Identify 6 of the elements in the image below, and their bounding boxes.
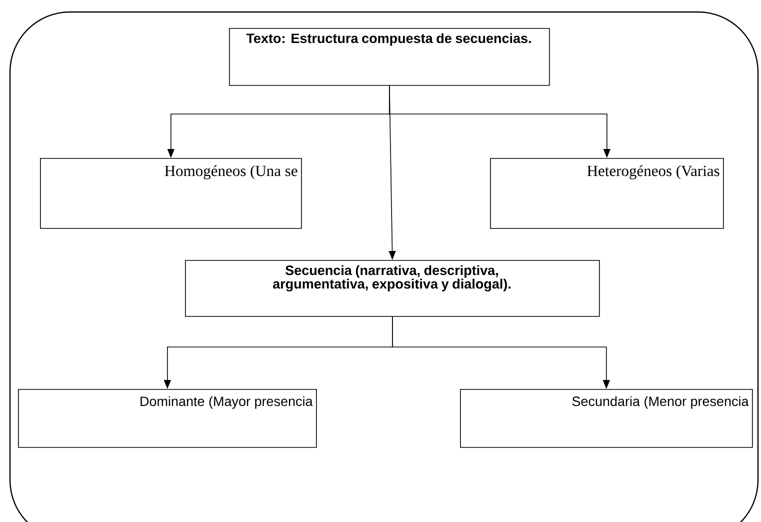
- text-box: Heterogéneos (Varias: [490, 158, 724, 229]
- text-box: Texto: Estructura compuesta de secuencias.: [229, 28, 550, 86]
- text-box: Dominante (Mayor presencia: [18, 389, 317, 448]
- text-box: Homogéneos (Una se: [40, 158, 302, 229]
- text-box: Secundaria (Menor presencia: [460, 389, 753, 448]
- text-box: Secuencia (narrativa, descriptiva, argumentativa, expositiva y dialogal).: [185, 260, 600, 317]
